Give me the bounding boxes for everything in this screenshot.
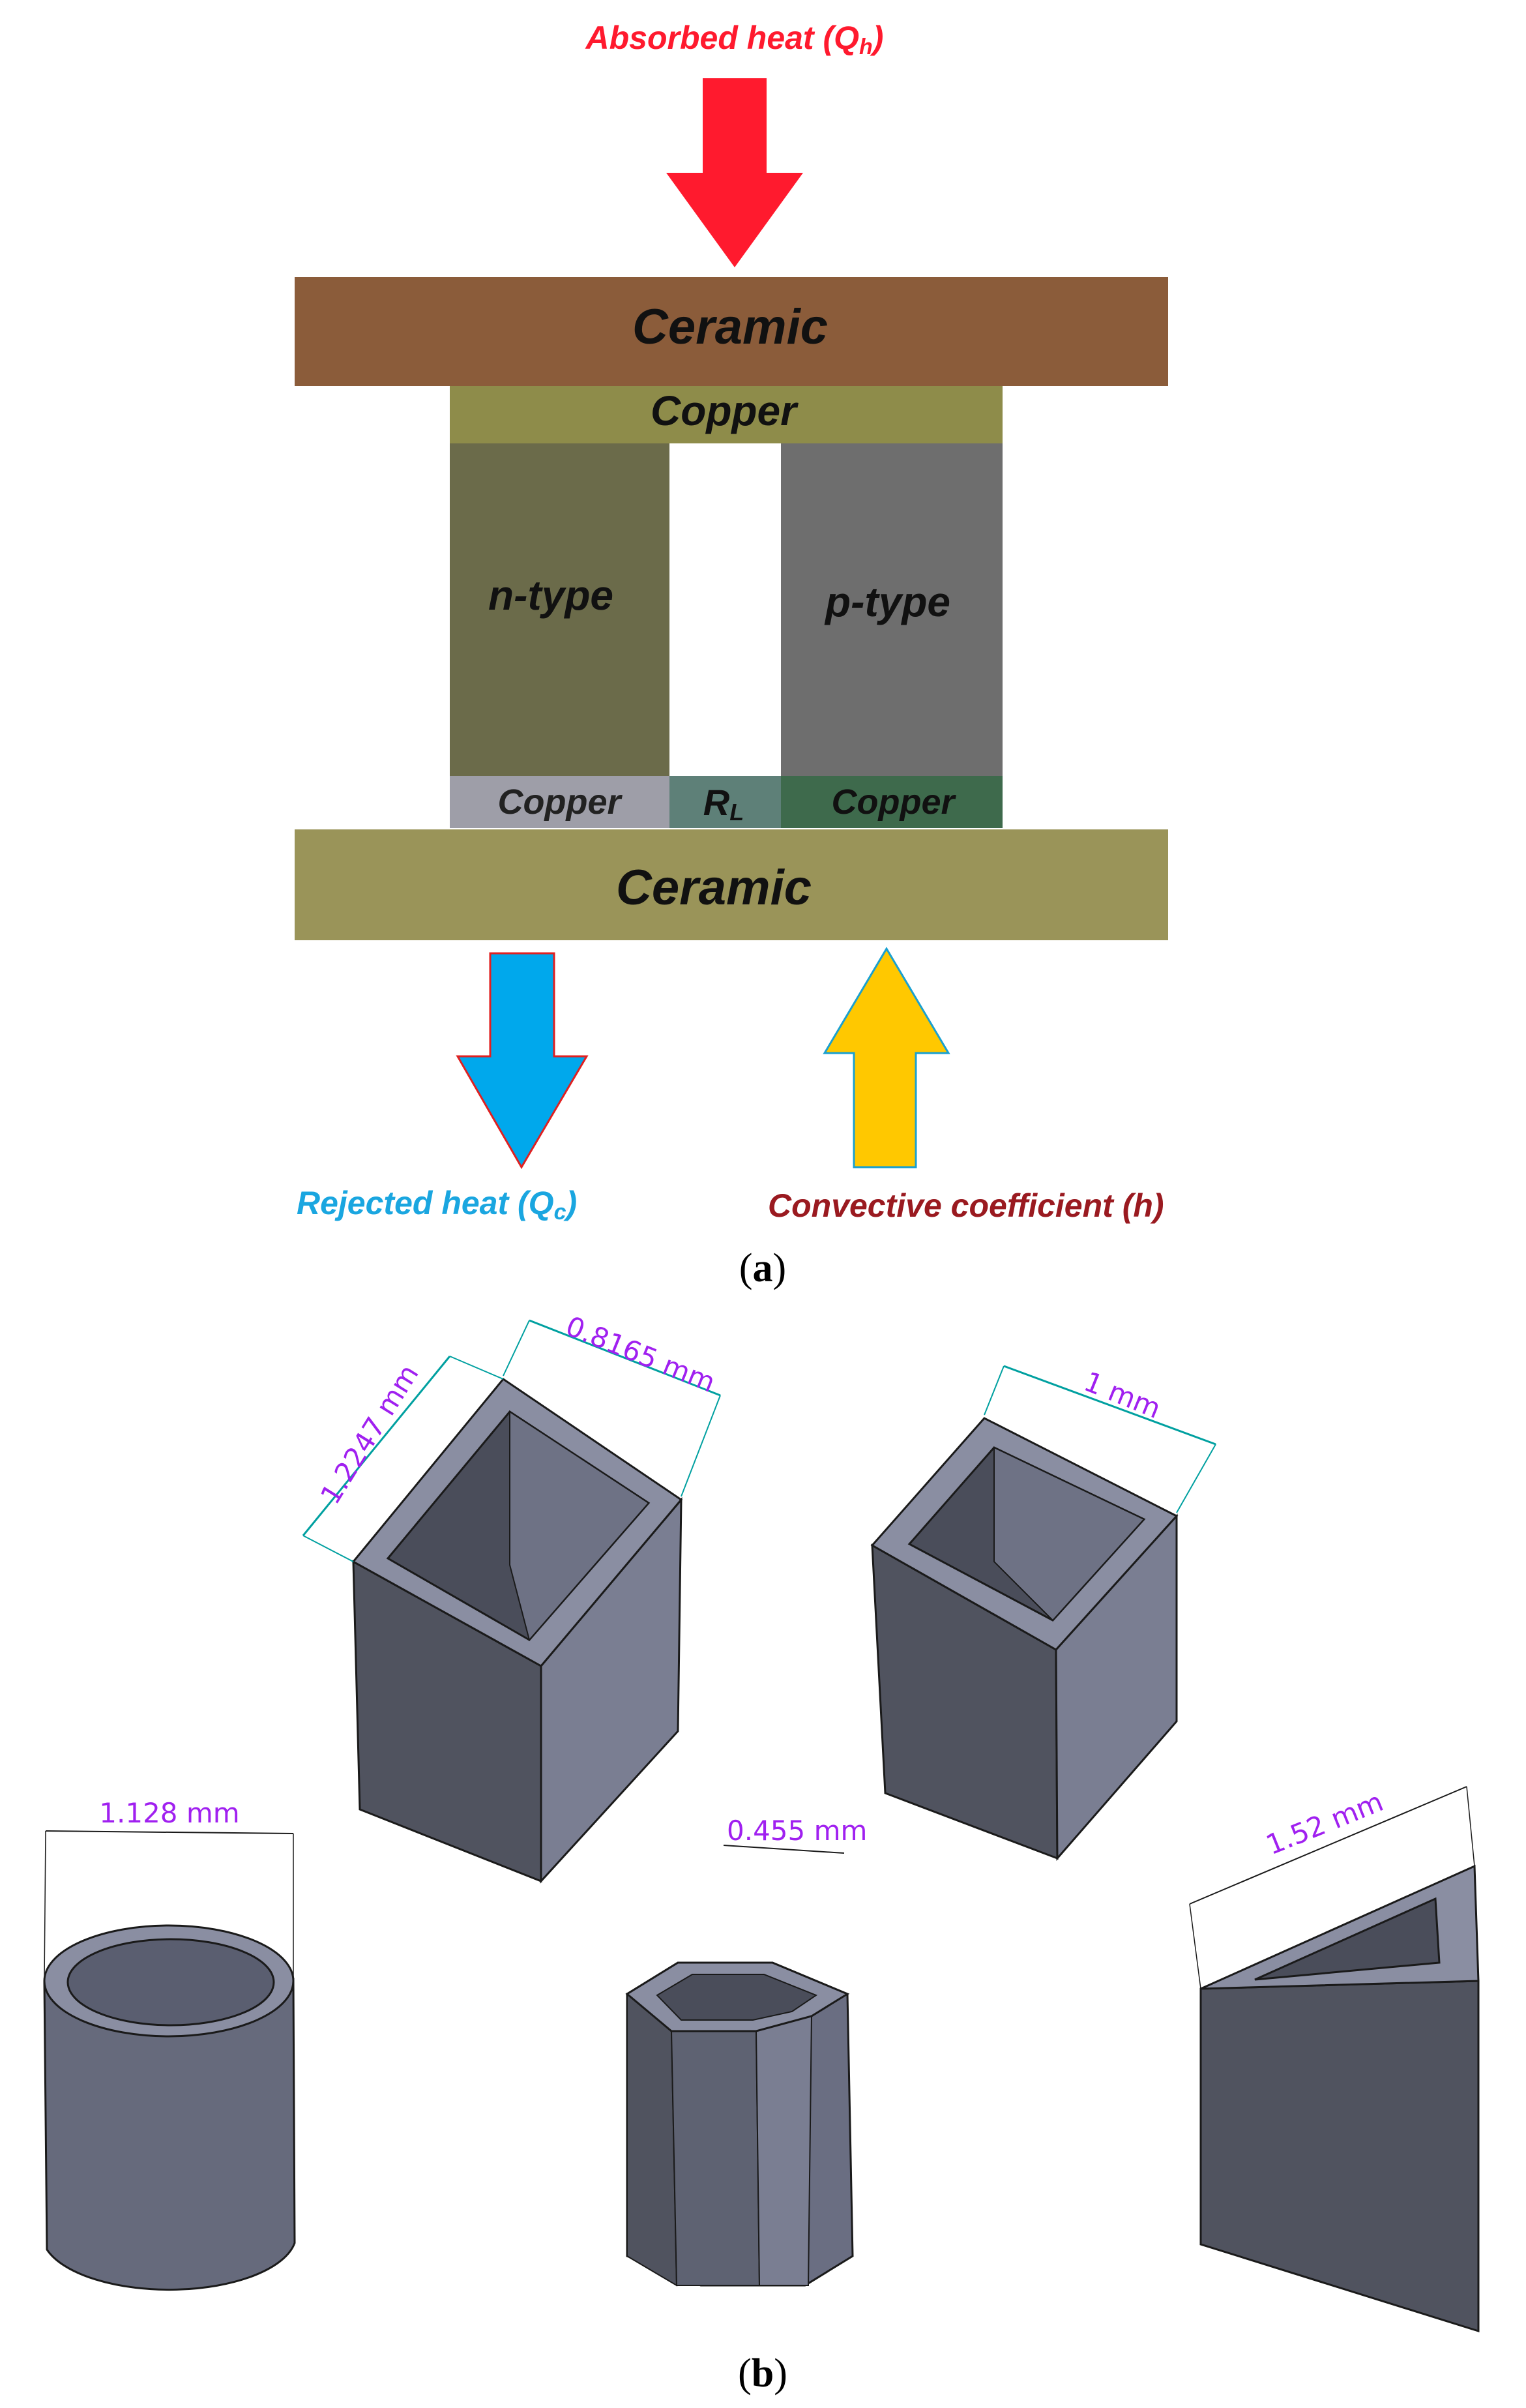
rect-length-ext-top (449, 1356, 504, 1380)
load-resistor-label: RL (703, 782, 744, 825)
triangle-opening (1254, 1897, 1441, 1981)
rect-length-ext-bottom (302, 1535, 354, 1562)
octagon-face-dark (626, 1992, 678, 2287)
octagon-opening (656, 1974, 818, 2021)
rect-width-dim-line (529, 1319, 721, 1397)
ceramic-bottom (295, 829, 1168, 940)
panel-b: 0.8165 mm 1.2247 mm 1 mm 1.128 (43, 1310, 1480, 2396)
absorbed-heat-label: Absorbed heat (Qh) (585, 20, 884, 59)
copper-bottom-left (450, 776, 669, 828)
rect-length-label: 1.2247 mm (314, 1359, 425, 1509)
cylinder-diameter-label: 1.128 mm (99, 1797, 239, 1829)
absorbed-heat-arrow (666, 78, 803, 267)
panel-a: Absorbed heat (Qh) Ceramic Copper n-type… (295, 20, 1168, 1290)
rect-width-ext-left (503, 1320, 530, 1376)
cylinder-body (43, 1978, 296, 2291)
rejected-heat-label: Rejected heat (Qc) (297, 1185, 577, 1225)
square-tube-inner-wall (993, 1446, 1145, 1622)
copper-top-label: Copper (651, 387, 799, 434)
caption-b: (b) (738, 2351, 787, 2396)
triangle-ext-right (1466, 1786, 1475, 1867)
cylinder-ext-left (44, 1830, 46, 1983)
ceramic-top-label: Ceramic (632, 299, 828, 355)
cylinder-tube: 1.128 mm (43, 1797, 296, 2291)
convective-coefficient-label: Convective coefficient (h) (768, 1187, 1164, 1224)
octagon-side-label: 0.455 mm (727, 1815, 867, 1847)
p-type-leg (781, 443, 1003, 776)
octagon-face-mid (670, 2030, 761, 2286)
load-resistor (669, 776, 781, 828)
convective-arrow (823, 947, 950, 1168)
triangle-ext-left (1189, 1903, 1201, 1989)
octagon-dim-line (723, 1845, 845, 1854)
rectangular-tube: 0.8165 mm 1.2247 mm (302, 1310, 721, 1884)
square-side-label: 1 mm (1079, 1365, 1165, 1425)
rect-width-label: 0.8165 mm (561, 1310, 720, 1399)
rect-length-dim-line (302, 1356, 451, 1536)
copper-bottom-right-label: Copper (832, 782, 957, 822)
triangle-front-face (1199, 1980, 1480, 2333)
n-type-leg (450, 443, 669, 776)
triangle-dim-line (1189, 1786, 1467, 1905)
octagon-face-light (755, 2015, 813, 2286)
octagonal-tube: 0.455 mm (625, 1815, 867, 2287)
copper-bottom-right (781, 776, 1003, 828)
ceramic-top (295, 277, 1168, 386)
square-side-dim-line (1003, 1365, 1216, 1446)
p-type-label: p-type (824, 578, 950, 625)
square-side-ext-right (1176, 1444, 1216, 1513)
triangle-side-label: 1.52 mm (1261, 1785, 1387, 1861)
rect-tube-inner-wall (509, 1410, 650, 1642)
rect-width-ext-right (681, 1395, 721, 1497)
square-side-ext-left (984, 1365, 1005, 1416)
copper-top (450, 386, 1003, 443)
cylinder-opening (66, 1938, 275, 2027)
rejected-heat-arrow (456, 952, 589, 1169)
cylinder-dim-line (45, 1830, 294, 1834)
caption-a: (a) (739, 1246, 786, 1290)
triangular-tube: 1.52 mm (1189, 1785, 1480, 2333)
n-type-label: n-type (488, 572, 613, 619)
ceramic-bottom-label: Ceramic (616, 860, 812, 915)
square-tube: 1 mm (870, 1365, 1216, 1861)
copper-bottom-left-label: Copper (498, 782, 623, 822)
